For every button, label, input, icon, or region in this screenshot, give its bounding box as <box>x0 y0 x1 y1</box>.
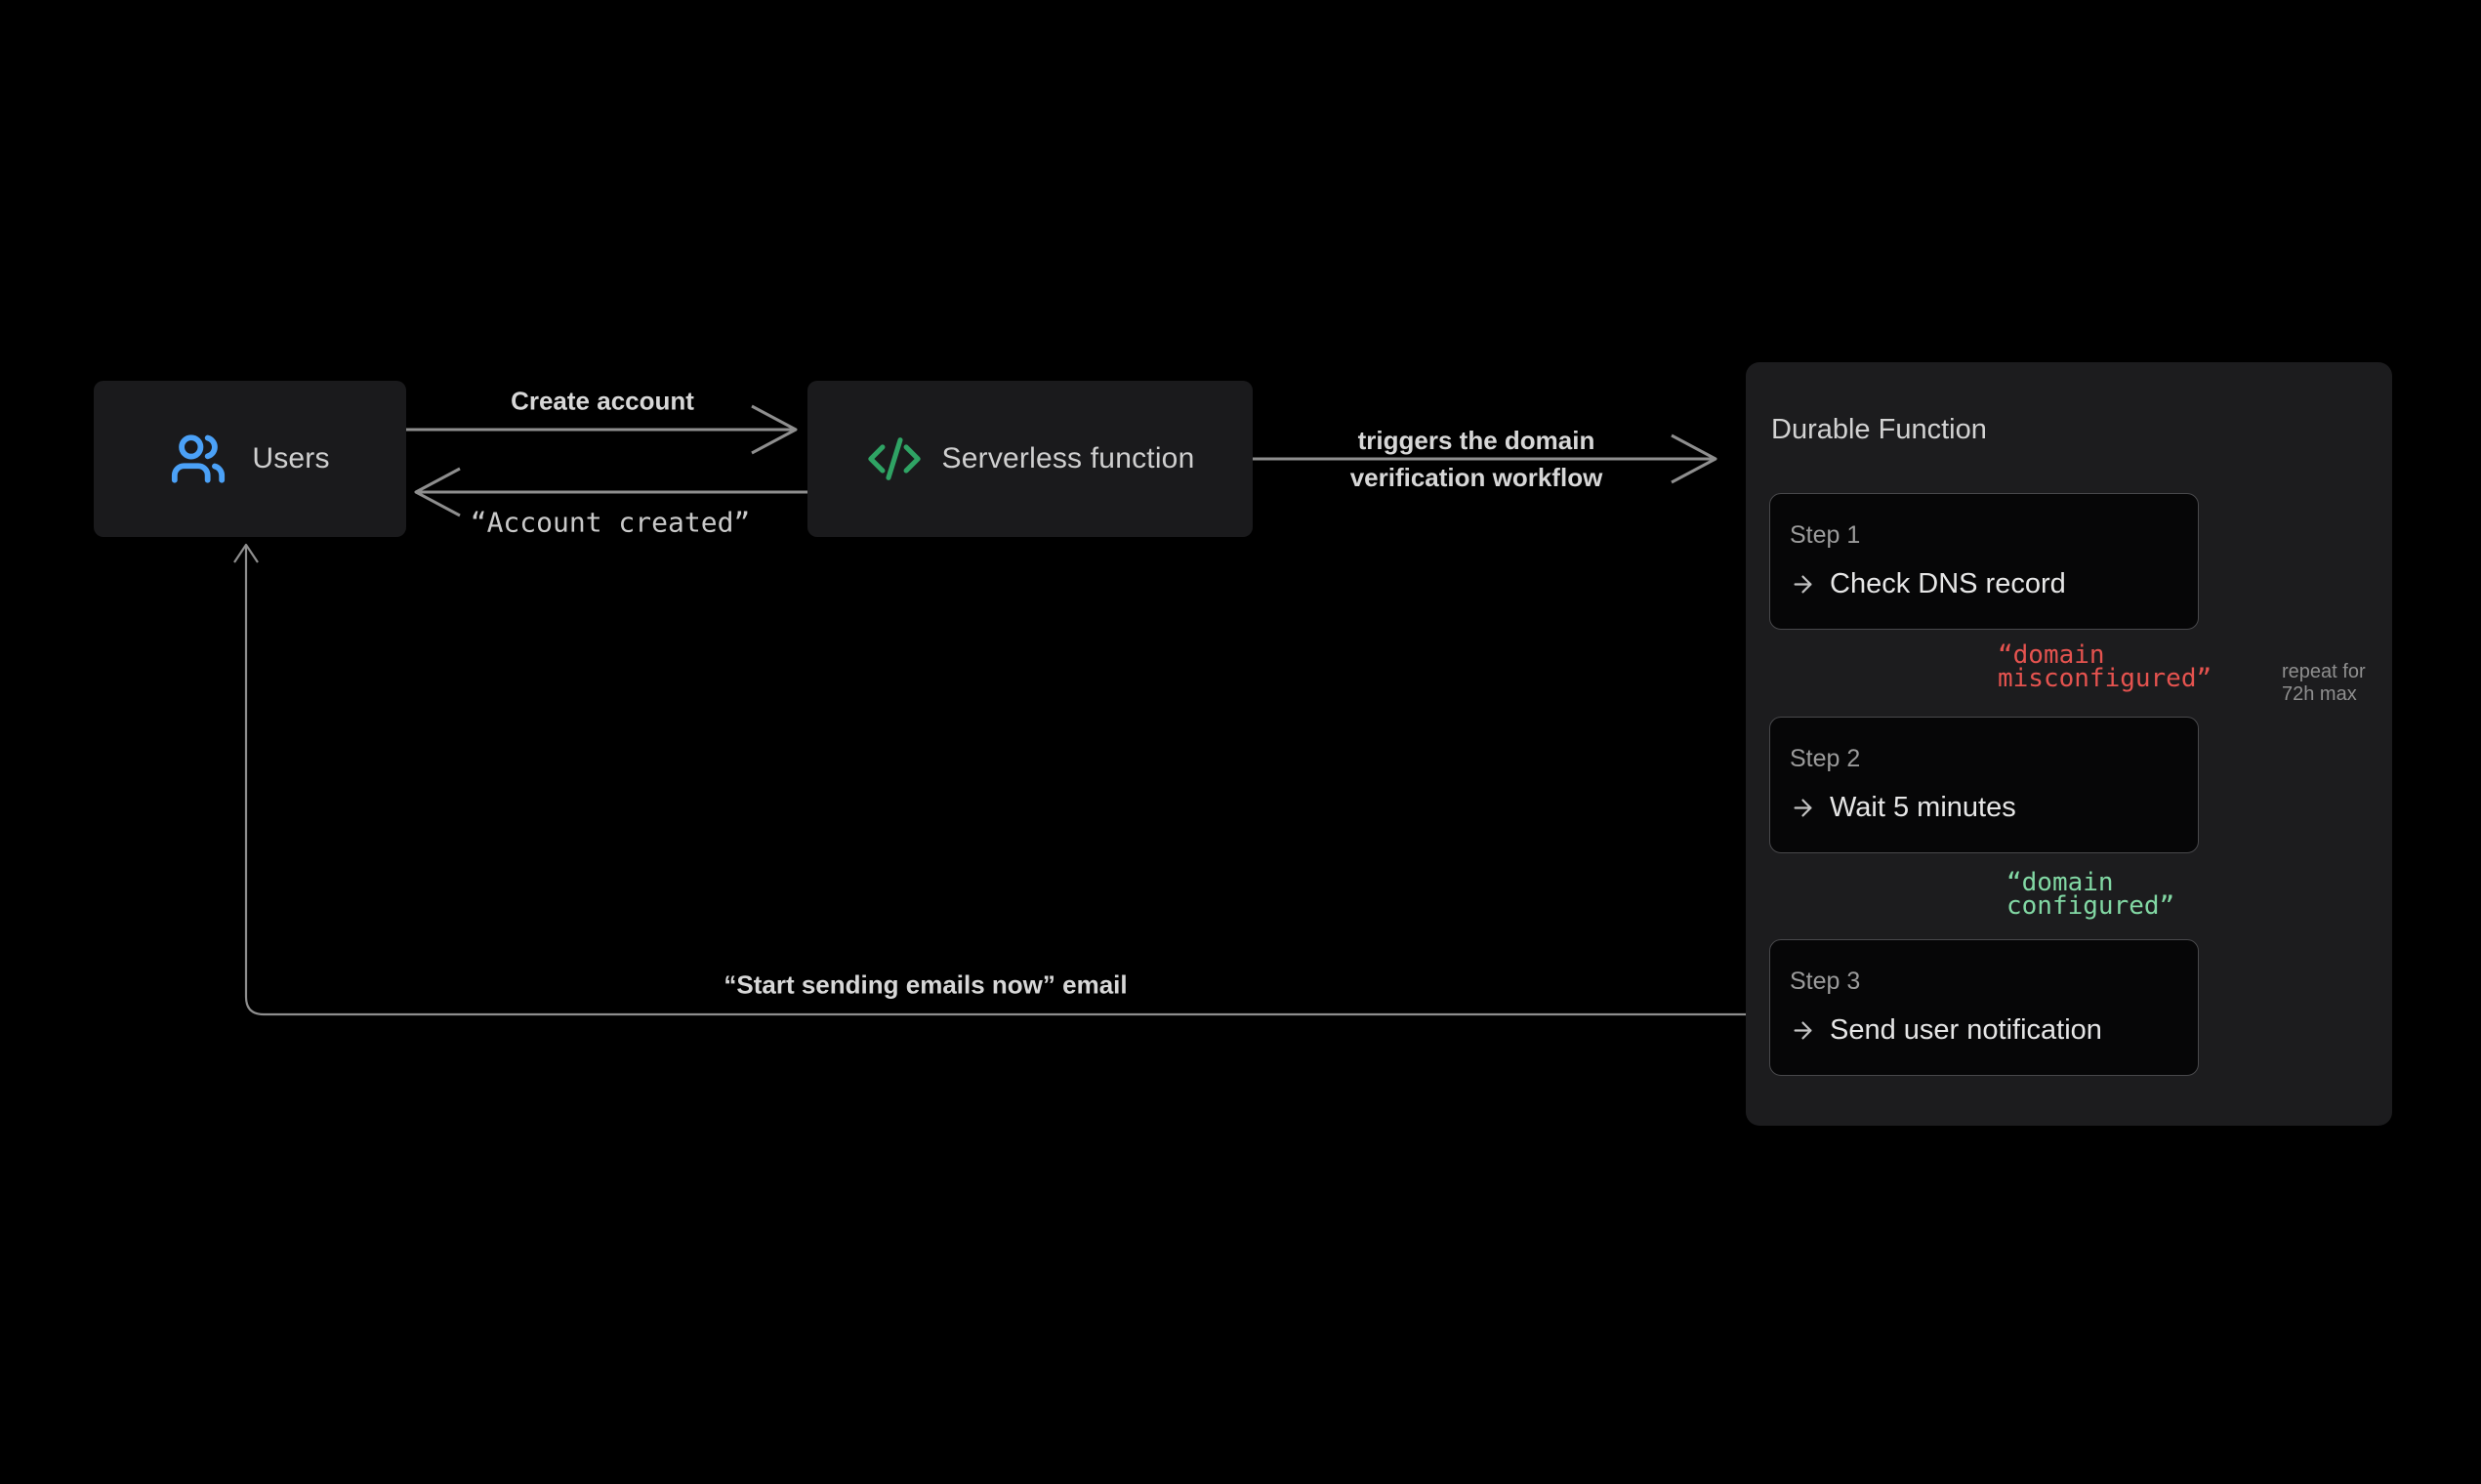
step-3-action-label: Send user notification <box>1830 1014 2102 1046</box>
arrow-right-icon <box>1794 1021 1812 1039</box>
code-icon <box>867 437 921 480</box>
step-2-action: Wait 5 minutes <box>1790 793 2178 822</box>
arrow-right-icon <box>1794 575 1812 593</box>
step-3: Step 3 Send user notification <box>1769 939 2199 1076</box>
arrow-right-icon <box>1794 799 1812 816</box>
node-users-label: Users <box>252 442 330 474</box>
step-1-action: Check DNS record <box>1790 569 2178 598</box>
step-3-label: Step 3 <box>1790 968 1861 995</box>
edge-email-feedback <box>233 543 1769 1016</box>
node-serverless-label: Serverless function <box>941 442 1195 474</box>
node-serverless-function: Serverless function <box>807 381 1253 537</box>
node-durable-function: Durable Function Step 1 Check DNS record… <box>1746 362 2392 1126</box>
step-1-label: Step 1 <box>1790 521 1861 549</box>
edge-label-start-sending-emails: “Start sending emails now” email <box>724 969 1128 1000</box>
step-2-label: Step 2 <box>1790 745 1861 772</box>
step-3-action: Send user notification <box>1790 1015 2178 1045</box>
edge-label-create-account: Create account <box>511 386 694 416</box>
node-users: Users <box>94 381 406 537</box>
users-icon <box>172 434 226 483</box>
edge-label-account-created: “Account created” <box>470 506 751 539</box>
durable-function-title: Durable Function <box>1771 414 1987 445</box>
step-2: Step 2 Wait 5 minutes <box>1769 717 2199 853</box>
step-1: Step 1 Check DNS record <box>1769 493 2199 630</box>
step-2-action-label: Wait 5 minutes <box>1830 792 2016 823</box>
step-1-action-label: Check DNS record <box>1830 568 2066 599</box>
